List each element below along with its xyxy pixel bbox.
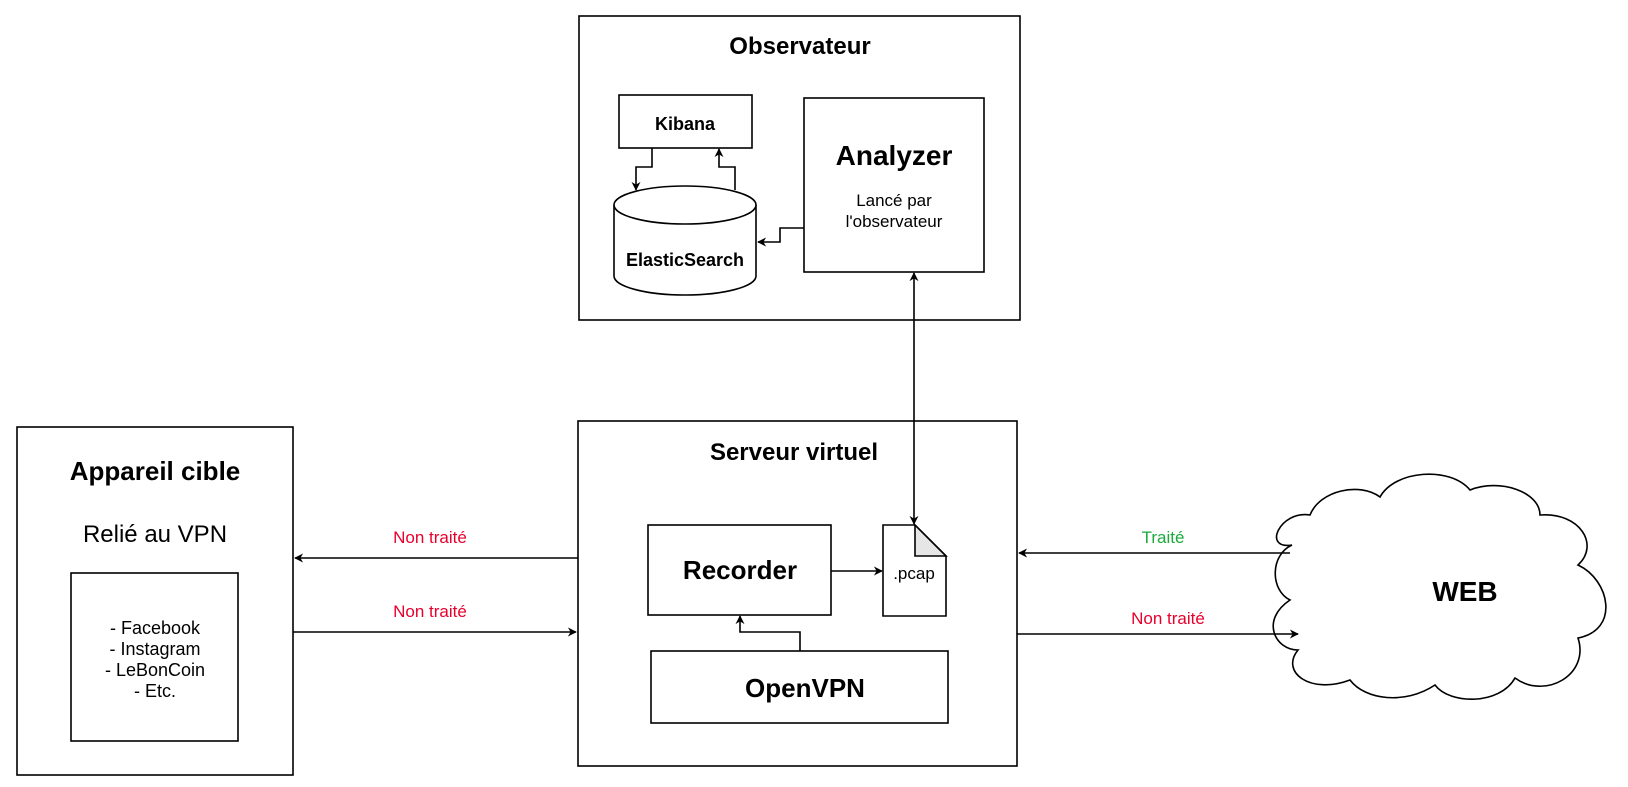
edge-analyzer-to-elasticsearch: [757, 227, 804, 247]
elasticsearch-label: ElasticSearch: [626, 250, 744, 270]
label-web-to-serveur: Traité: [1142, 528, 1185, 547]
analyzer-box: [803, 97, 985, 273]
edge-openvpn-to-recorder: [735, 615, 801, 651]
edge-kibana-to-elasticsearch: [631, 148, 653, 191]
recorder-node: Recorder: [647, 524, 832, 616]
elasticsearch-cylinder-top: [613, 185, 757, 225]
web-cloud-shape: [1272, 473, 1607, 701]
observateur-container: Observateur Kibana ElasticSearch Analyze…: [578, 15, 1021, 321]
recorder-box: [647, 524, 832, 616]
serveur-container: Serveur virtuel Recorder .pcap OpenVPN: [577, 420, 1018, 767]
kibana-node: Kibana: [618, 94, 753, 149]
app-item: - Etc.: [134, 681, 176, 701]
kibana-box: [618, 94, 753, 149]
elasticsearch-node: ElasticSearch: [613, 185, 757, 296]
pcap-file-node: .pcap: [882, 523, 948, 617]
edge-elasticsearch-to-kibana: [714, 148, 736, 190]
serveur-title: Serveur virtuel: [710, 439, 878, 466]
appareil-subtitle: Relié au VPN: [83, 521, 227, 548]
pcap-file-fold: [914, 523, 948, 557]
app-item: - Facebook: [110, 618, 201, 638]
openvpn-node: OpenVPN: [650, 650, 949, 724]
web-label: WEB: [1432, 576, 1497, 607]
recorder-label: Recorder: [683, 555, 797, 585]
appareil-title: Appareil cible: [70, 456, 241, 486]
label-serveur-to-web: Non traité: [1131, 609, 1205, 628]
elasticsearch-cylinder-body: [613, 205, 757, 296]
openvpn-label: OpenVPN: [745, 673, 865, 703]
app-item: - LeBonCoin: [105, 660, 205, 680]
analyzer-title: Analyzer: [836, 140, 953, 171]
analyzer-line1: Lancé par: [856, 191, 932, 210]
app-item: - Instagram: [109, 639, 200, 659]
observateur-title: Observateur: [729, 33, 870, 60]
pcap-label: .pcap: [893, 564, 935, 583]
analyzer-line2: l'observateur: [846, 212, 943, 231]
appareil-container: Appareil cible Relié au VPN - Facebook -…: [16, 426, 294, 776]
web-cloud: WEB: [1272, 473, 1607, 701]
kibana-label: Kibana: [655, 114, 716, 134]
analyzer-node: Analyzer Lancé par l'observateur: [803, 97, 985, 273]
label-appareil-to-serveur: Non traité: [393, 602, 467, 621]
label-serveur-to-appareil: Non traité: [393, 528, 467, 547]
apps-box: [70, 572, 239, 742]
